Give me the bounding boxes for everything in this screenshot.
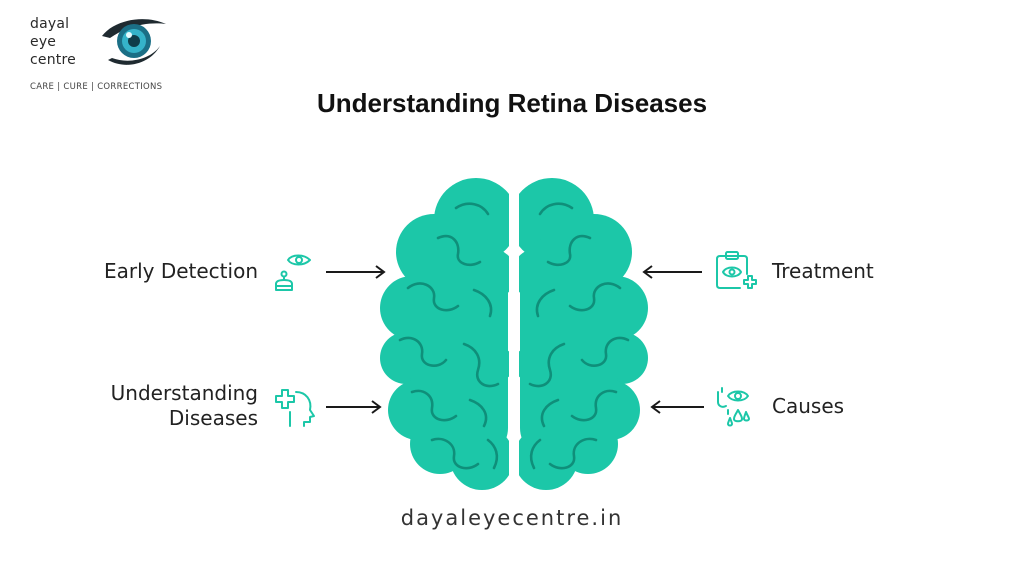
brain-icon	[380, 178, 648, 492]
label-treatment: Treatment	[772, 259, 874, 283]
logo-tagline: CARE | CURE | CORRECTIONS	[30, 82, 163, 92]
arrow-right-early-detection	[326, 265, 386, 279]
label-early-detection: Early Detection	[103, 259, 258, 283]
logo-word-eye: eye	[30, 34, 57, 50]
page-title: Understanding Retina Diseases	[316, 88, 708, 118]
label-diseases-line2: Diseases	[168, 406, 258, 430]
brand-logo: dayal eye centre CARE | CURE | CORRECTIO…	[30, 14, 180, 96]
head-medical-cross-icon	[275, 389, 315, 427]
label-understanding-line1: Understanding	[110, 381, 258, 405]
arrow-left-treatment	[642, 265, 702, 279]
label-causes: Causes	[772, 394, 845, 418]
clipboard-eye-plus-icon	[716, 251, 757, 289]
arrow-left-causes	[650, 400, 704, 414]
logo-word-dayal: dayal	[30, 16, 70, 32]
label-understanding-diseases: Understanding Diseases	[111, 381, 258, 431]
logo-word-centre: centre	[30, 52, 76, 68]
eye-logo-icon	[102, 19, 166, 65]
eye-robot-icon	[275, 254, 311, 291]
arrow-right-understanding-diseases	[326, 400, 382, 414]
website-url: dayaleyecentre.in	[400, 506, 624, 530]
eye-drops-icon	[717, 387, 750, 427]
